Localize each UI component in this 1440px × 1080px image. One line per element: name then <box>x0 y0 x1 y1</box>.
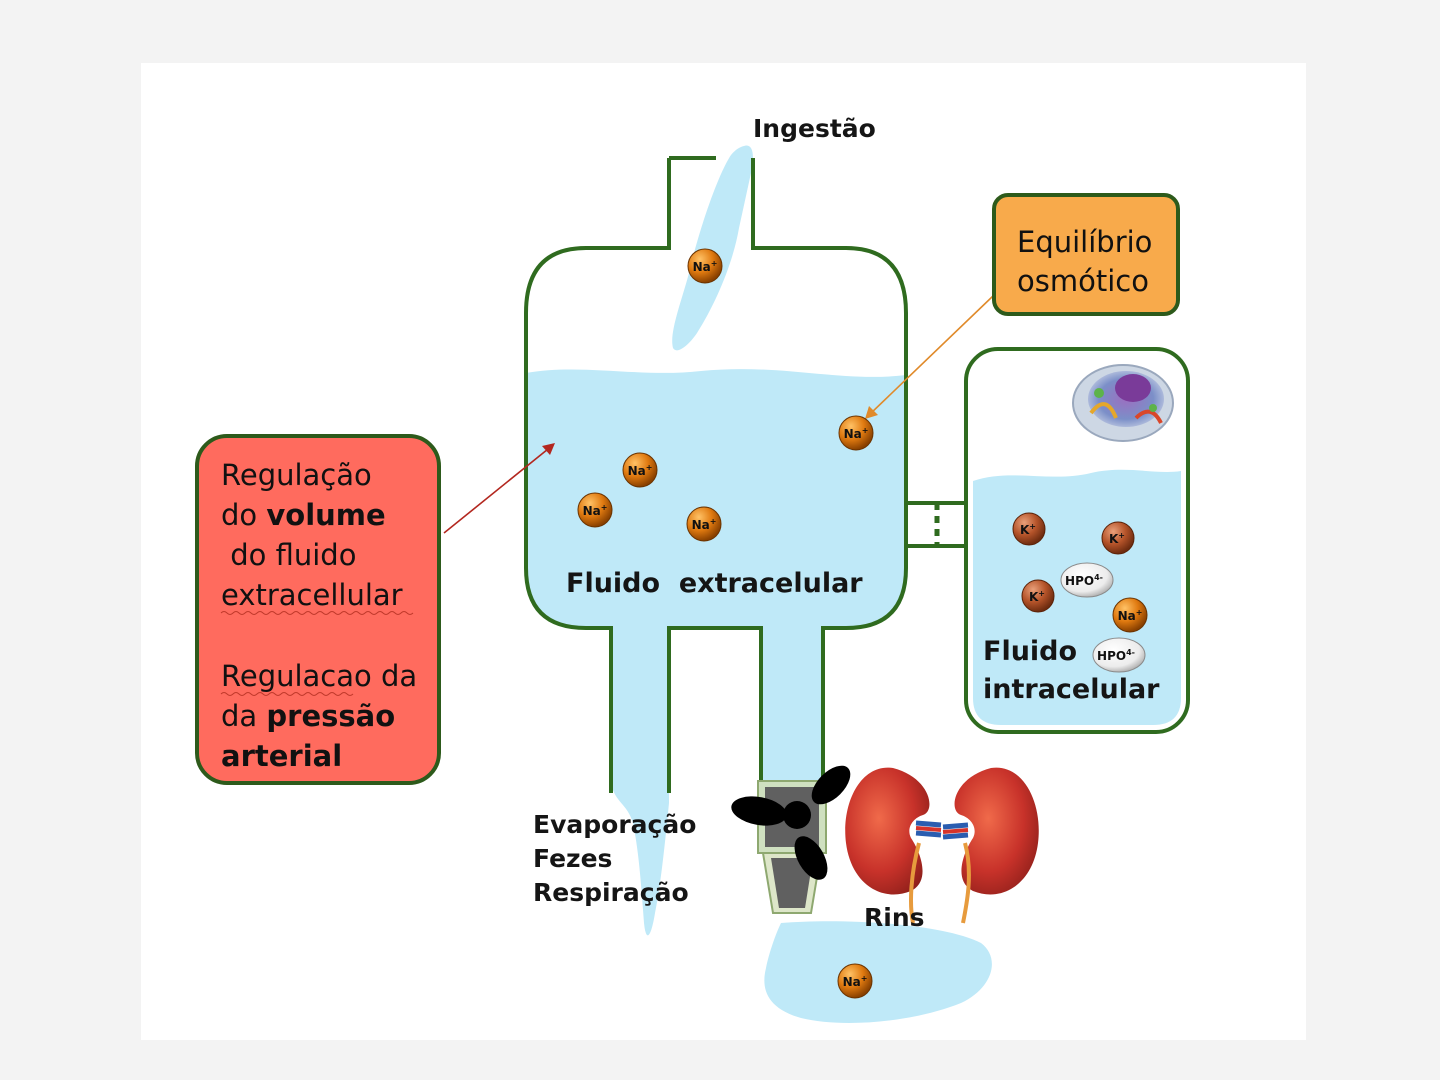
equilibrio-line1: Equilíbrio <box>1017 225 1152 259</box>
regulacao-line4: extracellular <box>221 578 403 612</box>
na-ion: Na+ <box>578 493 612 527</box>
saida-fezes-label: Fezes <box>533 844 612 873</box>
saida-respiracao-label: Respiração <box>533 878 689 907</box>
outflow-pool <box>764 921 992 1023</box>
regulacao-line1: Regulação <box>221 458 372 492</box>
k-ion: K+ <box>1022 580 1054 612</box>
regulacao-line7: arterial <box>221 739 342 773</box>
regulacao-line2: do volume <box>221 498 386 532</box>
fluido-intracelular-label-1: Fluido <box>983 636 1077 667</box>
fluido-intracelular-label-2: intracelular <box>983 674 1160 705</box>
hpo-ion: HPO4- <box>1061 563 1113 597</box>
na-ion: Na+ <box>1113 598 1147 632</box>
na-ion: Na+ <box>687 507 721 541</box>
slide-canvas: Equilíbrio osmótico Regulação do volume … <box>141 63 1306 1040</box>
regulacao-line5: Regulacao da <box>221 659 417 693</box>
na-ion: Na+ <box>688 249 722 283</box>
kidneys-icon <box>845 768 1039 923</box>
na-ion: Na+ <box>623 453 657 487</box>
ingestion-stream <box>672 146 753 351</box>
k-ion: K+ <box>1102 522 1134 554</box>
k-ion: K+ <box>1013 513 1045 545</box>
fluido-extracelular-label: Fluido extracelular <box>566 568 863 599</box>
rins-label: Rins <box>864 903 925 932</box>
hpo-ion: HPO4- <box>1093 638 1145 672</box>
kidney-stream <box>761 628 823 793</box>
na-ion: Na+ <box>838 964 872 998</box>
ingestao-label: Ingestão <box>753 114 876 143</box>
equilibrio-line2: osmótico <box>1017 264 1149 298</box>
saida-evaporacao-label: Evaporação <box>533 810 696 839</box>
regulacao-line3: do fluido <box>221 538 356 572</box>
cell-illustration <box>1073 365 1173 441</box>
regulacao-line6: da pressão <box>221 699 395 733</box>
na-ion: Na+ <box>839 416 873 450</box>
